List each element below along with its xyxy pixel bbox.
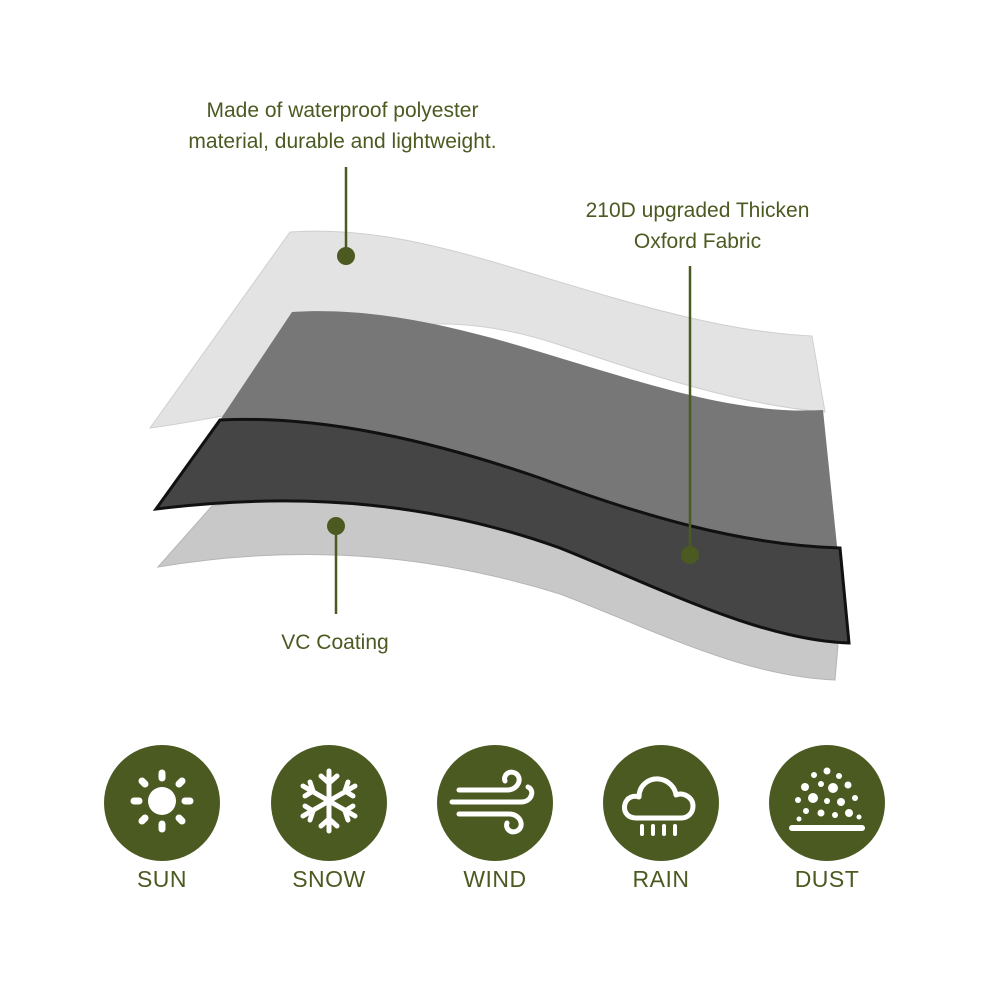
feature-label-dust: DUST [794,866,860,892]
callout-right-line1: 210D upgraded Thicken [585,199,810,222]
rain-cloud-icon [603,745,719,861]
callout-bottom-line1: VC Coating [281,631,389,654]
connector-dot-right [681,546,699,564]
feature-label-rain: RAIN [632,866,690,892]
callout-right-line2: Oxford Fabric [633,230,762,253]
layer-oxford-fabric [220,311,840,575]
callout-right: 210D upgraded Thicken Oxford Fabric [560,195,835,257]
feature-label-sun: SUN [136,866,188,892]
wind-icon [437,745,553,861]
callout-top: Made of waterproof polyester material, d… [150,95,535,157]
connector-dot-top [337,247,355,265]
snowflake-icon [271,745,387,861]
sun-icon [104,745,220,861]
dust-icon [769,745,885,861]
callout-top-line2: material, durable and lightweight. [188,130,497,153]
layer-oxford-dark [152,417,851,645]
feature-label-wind: WIND [463,866,527,892]
feature-label-snow: SNOW [292,866,366,892]
connector-dot-bottom [327,517,345,535]
callout-top-line1: Made of waterproof polyester [206,99,479,122]
callout-bottom: VC Coating [250,627,420,658]
